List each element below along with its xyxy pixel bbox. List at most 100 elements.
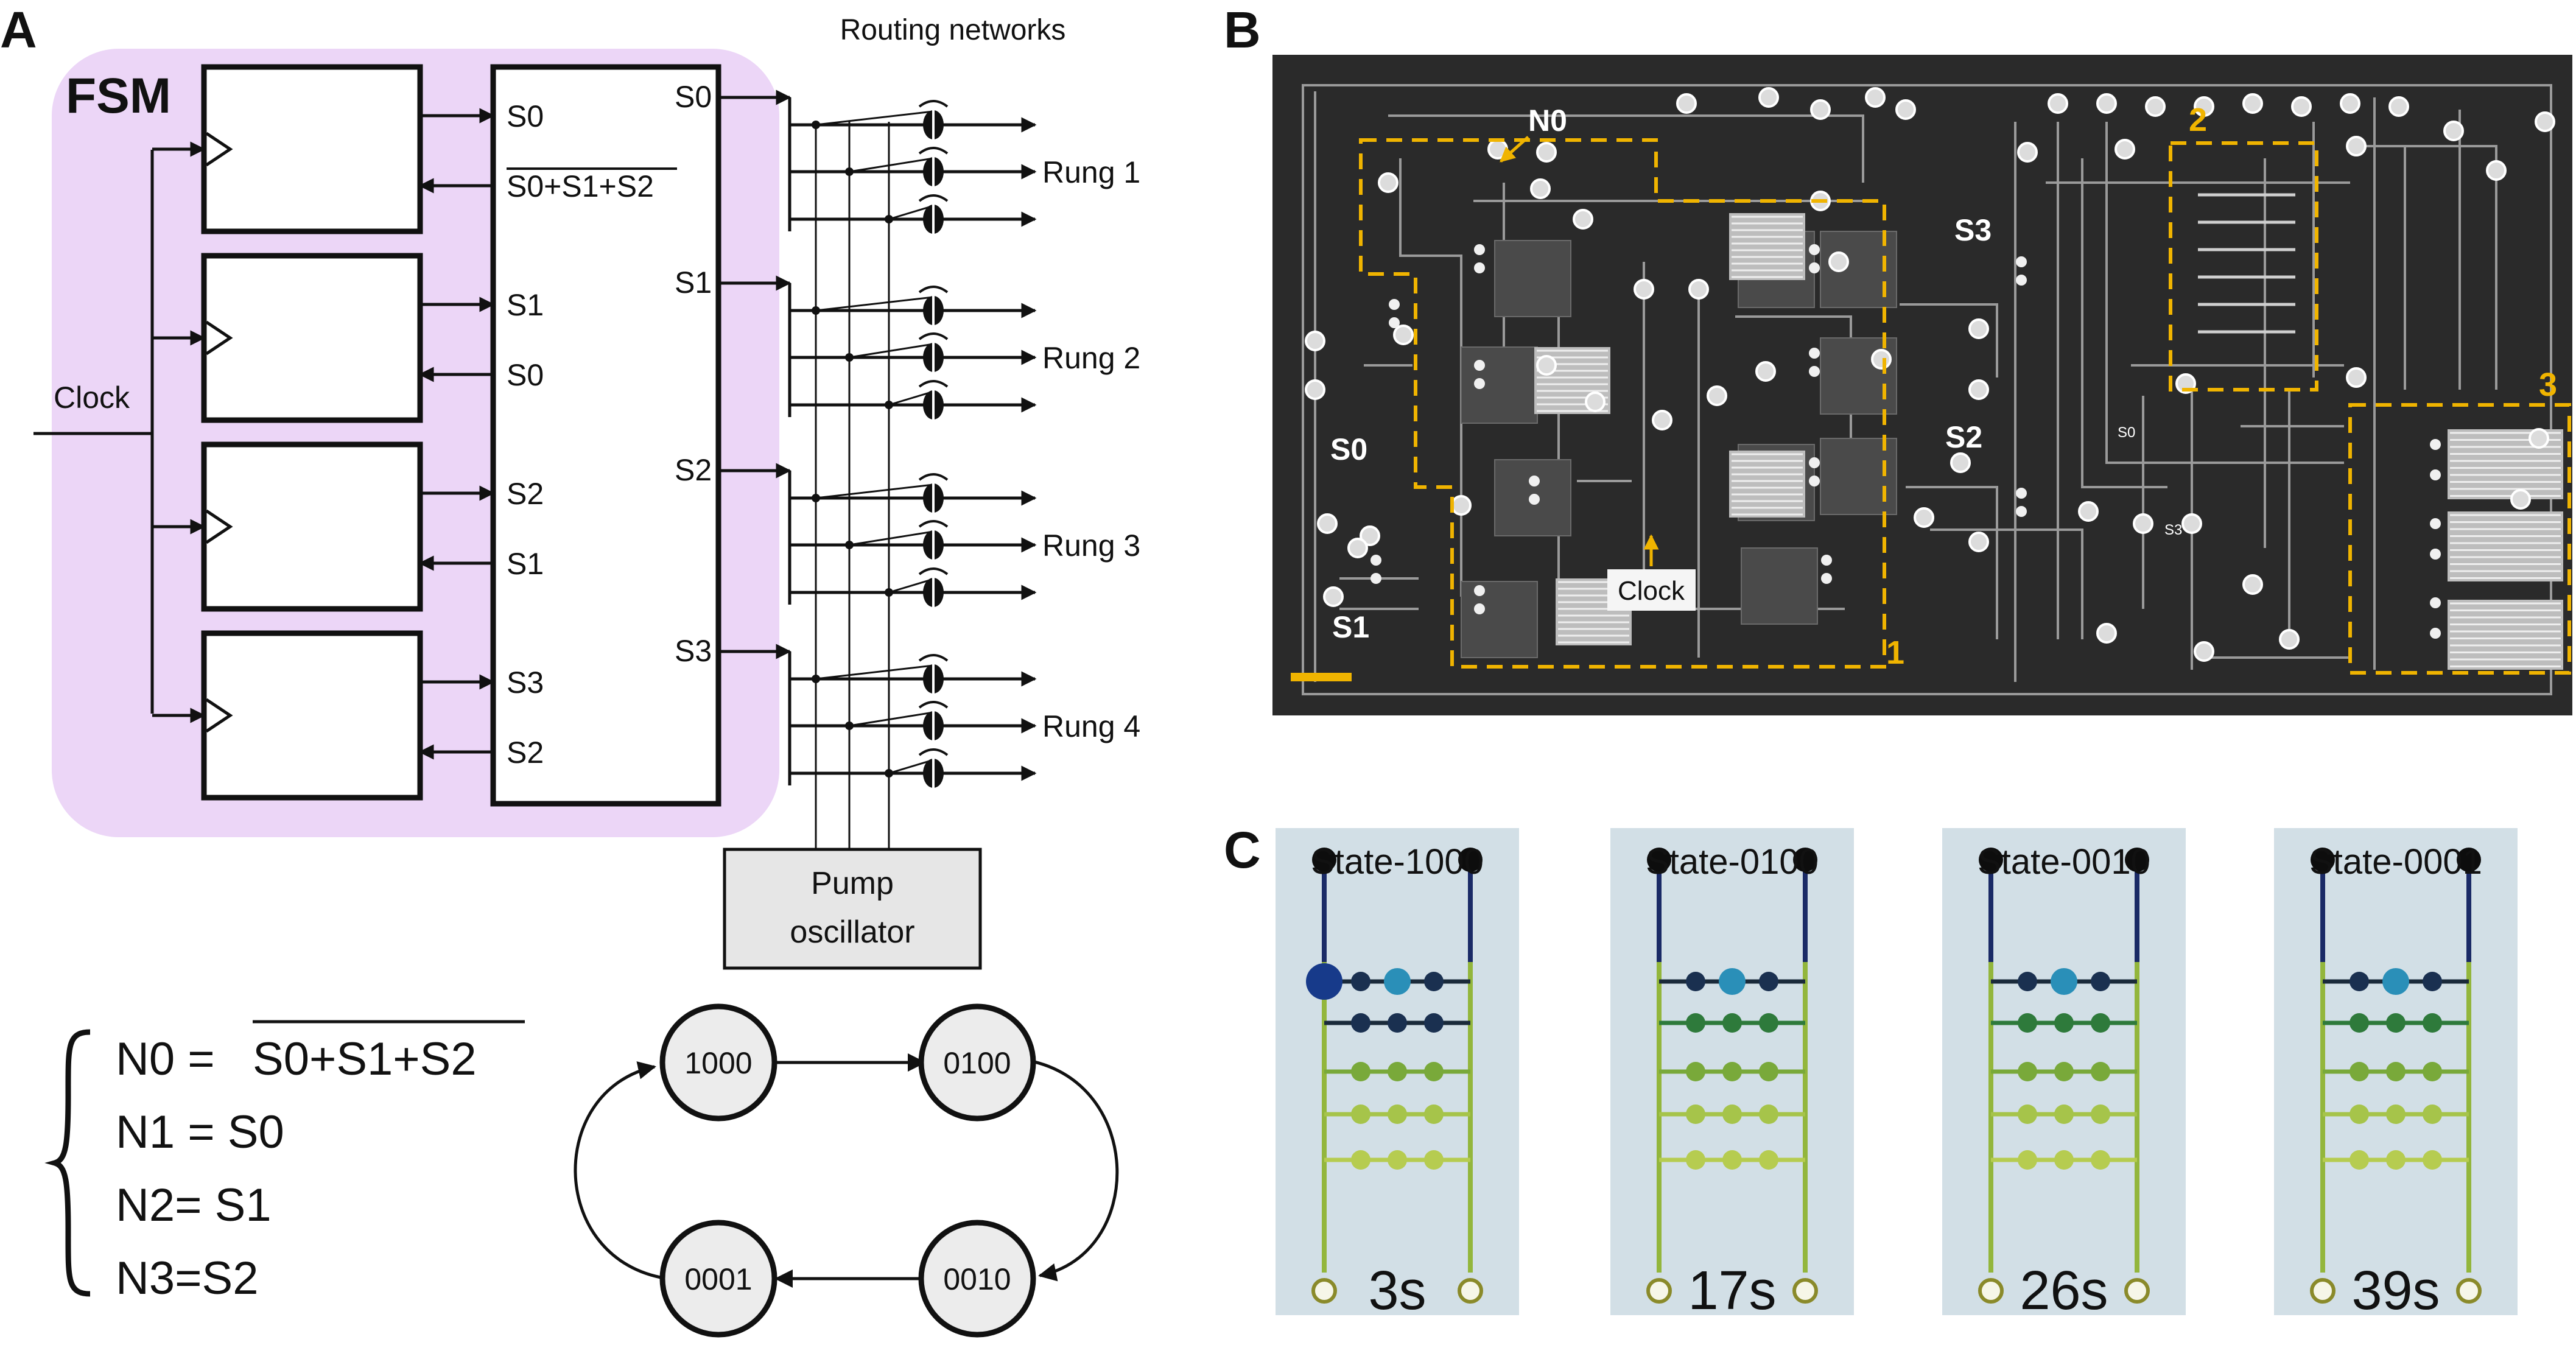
chip-valve <box>1529 476 1540 486</box>
strip-droplet <box>2018 1013 2037 1033</box>
next-state-equations: N0 = S0+S1+S2 N1 = S0 N2= S1 N3=S2 <box>44 1020 525 1304</box>
strip-droplet <box>1351 972 1370 991</box>
strip-droplet <box>2350 1062 2369 1081</box>
region-3-outline <box>2348 403 2571 675</box>
ff-output-label: S2 <box>507 477 544 511</box>
scale-bar <box>1291 673 1352 681</box>
chip-channel <box>1399 158 1462 597</box>
fsm-label: FSM <box>66 68 171 124</box>
clock-taps <box>152 141 206 723</box>
chip-valve <box>1474 585 1485 596</box>
chip-valve <box>1474 378 1485 389</box>
strip-droplet <box>2054 1013 2074 1033</box>
valve-cap <box>918 194 949 202</box>
valve-cap <box>918 748 949 756</box>
valve-control-line <box>849 157 934 173</box>
panel-a: A FSM Routing networks Clock S0S0+S1+S2S… <box>0 1 1140 1338</box>
strip-droplet <box>1722 1062 1742 1081</box>
region-2-outline <box>2169 141 2318 392</box>
chip-chamber <box>1741 547 1818 625</box>
valve-cap <box>918 654 949 662</box>
strip-bottom-port <box>1311 1278 1337 1304</box>
chip-channel <box>1930 528 2083 639</box>
chip-port <box>1536 142 1557 163</box>
strip-droplet <box>2091 1104 2110 1124</box>
strip-bottom-port <box>2310 1278 2336 1304</box>
chip-small-label-s3: S3 <box>2164 522 2182 538</box>
rung-label: Rung 3 <box>1042 528 1140 563</box>
chip-port <box>1950 452 1971 473</box>
transition-0001-1000 <box>574 1061 661 1279</box>
chip-channel <box>2081 158 2167 488</box>
chip-port <box>2242 574 2263 595</box>
strip-droplet <box>1722 1104 1742 1124</box>
chip-channel <box>1388 114 1864 183</box>
state-strips: State-10003sState-010017sState-001026sSt… <box>1276 828 2518 1321</box>
valve-cap <box>918 286 949 293</box>
logic-output-label: S0 <box>675 80 712 114</box>
state-diagram: 1000 0100 0010 0001 <box>574 1003 1119 1338</box>
chip-valve <box>1370 573 1381 584</box>
chip-port <box>1536 355 1557 376</box>
flip-flop-group <box>201 64 423 801</box>
strip-droplet <box>2423 1150 2442 1170</box>
strip-droplet <box>2423 1062 2442 1081</box>
strip-droplet <box>2091 1150 2110 1170</box>
strip-droplet <box>2091 1013 2110 1033</box>
chip-port <box>1317 513 1338 534</box>
strip-droplet <box>1719 968 1746 995</box>
chip-port <box>1865 87 1886 108</box>
chip-port <box>1968 379 1989 400</box>
chip-port <box>2510 489 2531 510</box>
strip-droplet <box>2350 1013 2369 1033</box>
strip-bottom-port <box>1646 1278 1672 1304</box>
strip-droplet <box>2350 972 2369 991</box>
valve-cap <box>918 147 949 155</box>
chip-port <box>2486 160 2507 181</box>
routing-label: Routing networks <box>840 14 1066 46</box>
panel-b: B 1 2 3 N0 S3 S0 S2 S1 Clock S0 S3 <box>1224 1 2572 715</box>
strip-droplet <box>1351 1062 1370 1081</box>
chip-valve <box>2430 628 2441 639</box>
chip-port <box>2133 513 2153 534</box>
chip-port <box>1585 392 1606 412</box>
chip-channel <box>2362 145 2497 390</box>
strip-outlet-port <box>2125 848 2149 872</box>
valve-control-line <box>849 343 934 359</box>
ff-input-label: S0 <box>507 358 544 392</box>
strip-droplet <box>1351 1150 1370 1170</box>
strip-droplet <box>2054 1104 2074 1124</box>
valve-cap <box>918 567 949 575</box>
valve-control-line <box>815 110 934 126</box>
chip-port <box>1393 325 1414 345</box>
strip-droplet <box>2350 1104 2369 1124</box>
state-label-1000: 1000 <box>684 1046 752 1080</box>
chip-port <box>2529 428 2549 449</box>
serpentine-channel <box>2448 600 2563 670</box>
strip-droplet <box>2382 968 2409 995</box>
strip-time-label: 3s <box>1368 1260 1426 1321</box>
equation-n0-rhs: S0+S1+S2 <box>253 1033 477 1085</box>
chip-port <box>1305 331 1325 351</box>
chip-valve <box>1474 360 1485 371</box>
strip-droplet <box>2018 1104 2037 1124</box>
chip-valve <box>2430 469 2441 480</box>
rung-label: Rung 1 <box>1042 155 1140 189</box>
ff-output-label: S3 <box>507 665 544 700</box>
logic-output-label: S3 <box>675 634 712 668</box>
chip-valve <box>2016 256 2027 267</box>
chip-features <box>1305 87 2563 670</box>
chip-valve <box>2016 488 2027 499</box>
chip-label-s3: S3 <box>1954 213 1992 247</box>
strip-droplet <box>1722 1150 1742 1170</box>
pump-oscillator-box <box>723 848 982 970</box>
chip-port <box>1968 532 1989 552</box>
strip-droplet <box>1686 1062 1705 1081</box>
strip-droplet <box>1388 1062 1407 1081</box>
strip-droplet <box>2423 1013 2442 1033</box>
state-label-0100: 0100 <box>943 1046 1011 1080</box>
flip-flop-1 <box>201 64 423 234</box>
strip-droplet <box>1722 1013 1742 1033</box>
strip-inlet-port <box>2311 848 2335 872</box>
